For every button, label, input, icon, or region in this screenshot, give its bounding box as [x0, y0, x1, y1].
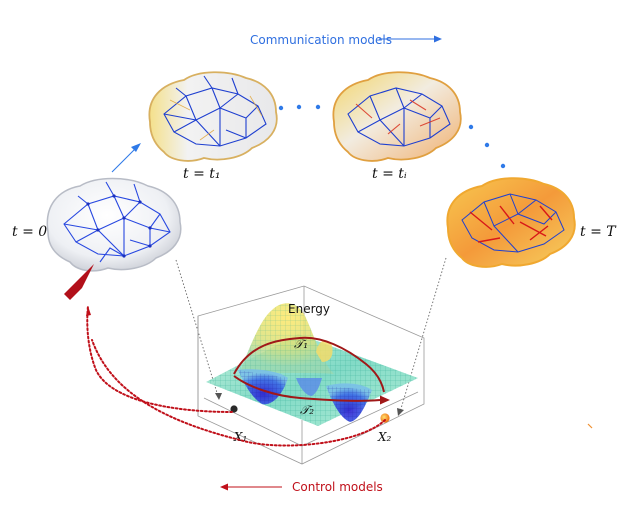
ellipsis-dots-top [278, 104, 321, 111]
orange-tick-mark [587, 423, 593, 429]
state-x1-marker [230, 405, 238, 413]
trajectory-2-path [233, 375, 381, 402]
communication-models-label: Communication models [250, 33, 392, 47]
brain-ti-surface [332, 71, 462, 162]
energy-landscape: Energy 𝒯₁ 𝒯₂ X₁ X₂ [197, 285, 425, 465]
brain-tT-surface [446, 177, 576, 268]
brain-t1-surface [148, 71, 278, 162]
projection-arrowhead-left-icon [215, 393, 222, 400]
brain-t0: t = 0 [12, 177, 182, 272]
progression-arrowhead-icon [131, 143, 141, 152]
brain-t0-nodes [86, 194, 152, 258]
brain-tT-label: t = T [580, 224, 617, 240]
trajectory-1-label: 𝒯₁ [294, 337, 308, 351]
control-models-footer: Control models [220, 480, 383, 494]
energy-axis-label: Energy [288, 302, 330, 316]
projection-arrowhead-right-icon [397, 408, 404, 416]
ellipsis-dots-right [468, 124, 506, 169]
projection-guides [175, 257, 447, 413]
progression-arrow-1 [111, 143, 141, 173]
brain-ti-label: t = tᵢ [372, 166, 407, 182]
control-input-arrowhead-icon [64, 264, 94, 300]
control-paths [86, 305, 386, 447]
brain-tT: t = T [446, 177, 617, 268]
brain-ti: t = tᵢ [332, 71, 462, 182]
brain-ti-network [347, 87, 451, 147]
communication-arrowhead-icon [434, 35, 442, 43]
state-x2-label: X₂ [377, 430, 392, 444]
landscape-peak-small [316, 340, 333, 362]
brain-t1-network [163, 75, 267, 147]
communication-models-header: Communication models [250, 33, 442, 47]
control-models-label: Control models [292, 480, 383, 494]
trajectory-arrowhead-icon [380, 395, 390, 405]
brain-t1: t = t₁ [148, 71, 278, 182]
brain-t0-label: t = 0 [12, 224, 47, 240]
brain-tT-network [461, 193, 565, 253]
brain-tT-active-edges [469, 205, 553, 243]
control-arrowhead-icon [220, 483, 228, 491]
trajectory-1-path [233, 336, 385, 393]
brain-t1-label: t = t₁ [183, 166, 221, 182]
brain-t0-surface [46, 177, 182, 272]
state-x2-marker [380, 413, 390, 423]
trajectory-2-label: 𝒯₂ [300, 403, 314, 417]
